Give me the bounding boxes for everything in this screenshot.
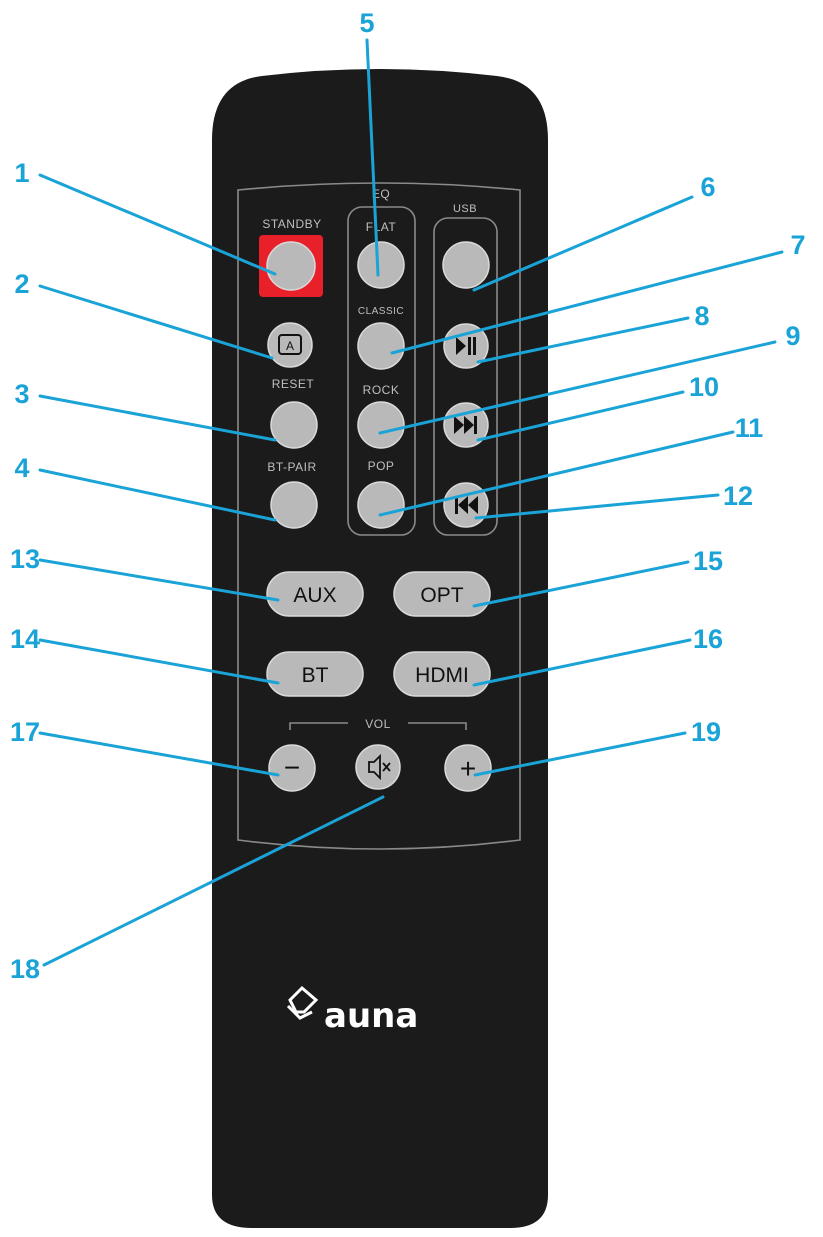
callout-2: 2 bbox=[14, 269, 29, 299]
standby-button[interactable] bbox=[266, 241, 316, 291]
rock-label: ROCK bbox=[363, 383, 400, 397]
callout-9: 9 bbox=[785, 321, 800, 351]
reset-label: RESET bbox=[272, 377, 315, 391]
callout-19: 19 bbox=[691, 717, 721, 747]
auna-logo-icon bbox=[286, 985, 319, 1020]
usb-group-frame bbox=[433, 217, 498, 536]
callout-line-19 bbox=[473, 731, 687, 777]
pop-label: POP bbox=[368, 459, 395, 473]
eq-group-frame bbox=[347, 206, 416, 536]
callout-line-7 bbox=[390, 250, 784, 355]
hdmi-button-label: HDMI bbox=[415, 664, 469, 687]
standby-label: STANDBY bbox=[262, 217, 321, 231]
vol-bracket bbox=[289, 722, 467, 730]
callout-13: 13 bbox=[10, 544, 40, 574]
callout-7: 7 bbox=[790, 230, 805, 260]
usb-button[interactable] bbox=[442, 241, 490, 289]
callout-line-8 bbox=[476, 316, 690, 364]
callout-line-17 bbox=[38, 731, 280, 777]
callout-17: 17 bbox=[10, 717, 40, 747]
eq-classic-button[interactable] bbox=[357, 322, 405, 370]
callout-14: 14 bbox=[10, 624, 40, 654]
volume-up-label: + bbox=[460, 753, 476, 784]
callout-11: 11 bbox=[735, 413, 764, 443]
callout-line-6 bbox=[472, 195, 694, 292]
eq-flat-button[interactable] bbox=[357, 241, 405, 289]
callout-line-2 bbox=[38, 284, 274, 360]
callout-3: 3 bbox=[14, 379, 29, 409]
brand-logo-text: auna bbox=[324, 996, 418, 1036]
volume-up-button[interactable] bbox=[444, 744, 492, 792]
bt-button[interactable] bbox=[266, 651, 364, 697]
callout-line-14 bbox=[38, 638, 280, 685]
play-pause-icon bbox=[456, 337, 476, 355]
callout-8: 8 bbox=[694, 301, 709, 331]
eq-rock-button[interactable] bbox=[357, 401, 405, 449]
previous-track-icon bbox=[455, 496, 478, 514]
reset-button[interactable] bbox=[270, 401, 318, 449]
callout-16: 16 bbox=[693, 624, 723, 654]
hdmi-button[interactable] bbox=[393, 651, 491, 697]
flat-label: FLAT bbox=[366, 220, 397, 234]
mute-icon bbox=[368, 753, 391, 781]
svg-text:A: A bbox=[286, 339, 294, 353]
volume-down-label: − bbox=[284, 752, 300, 783]
callout-6: 6 bbox=[700, 172, 715, 202]
callout-line-16 bbox=[472, 638, 692, 687]
repeat-a-button[interactable] bbox=[267, 322, 313, 368]
callout-18: 18 bbox=[10, 954, 40, 984]
callout-line-4 bbox=[38, 468, 277, 522]
opt-button[interactable] bbox=[393, 571, 491, 617]
mute-button[interactable] bbox=[355, 744, 401, 790]
usb-label: USB bbox=[453, 203, 477, 215]
callout-12: 12 bbox=[723, 481, 753, 511]
bt-pair-button[interactable] bbox=[270, 481, 318, 529]
callout-lines bbox=[38, 38, 784, 967]
callout-line-3 bbox=[38, 394, 277, 442]
callout-line-13 bbox=[38, 558, 280, 602]
button-panel-frame bbox=[237, 182, 521, 850]
classic-label: CLASSIC bbox=[358, 306, 404, 317]
next-track-icon bbox=[454, 416, 477, 434]
callout-10: 10 bbox=[689, 372, 719, 402]
eq-label: EQ bbox=[372, 187, 390, 201]
callout-1: 1 bbox=[14, 158, 29, 188]
bt-pair-label: BT-PAIR bbox=[267, 460, 316, 474]
bt-button-label: BT bbox=[302, 664, 329, 687]
opt-button-label: OPT bbox=[420, 584, 463, 607]
callout-5: 5 bbox=[359, 8, 374, 38]
repeat-a-icon: A bbox=[278, 334, 302, 355]
callout-line-10 bbox=[476, 390, 685, 442]
callout-line-1 bbox=[38, 173, 277, 276]
callout-line-12 bbox=[474, 493, 720, 520]
volume-down-button[interactable] bbox=[268, 744, 316, 792]
callout-line-18 bbox=[42, 795, 385, 967]
vol-label: VOL bbox=[365, 717, 391, 731]
aux-button[interactable] bbox=[266, 571, 364, 617]
callout-line-15 bbox=[472, 560, 690, 608]
callout-numbers: 1 2 3 4 5 6 7 8 9 10 11 12 13 14 15 16 1… bbox=[10, 8, 806, 984]
callout-15: 15 bbox=[693, 546, 723, 576]
callout-line-9 bbox=[378, 340, 777, 435]
callout-line-5 bbox=[365, 38, 380, 277]
eq-pop-button[interactable] bbox=[357, 481, 405, 529]
aux-button-label: AUX bbox=[293, 584, 336, 607]
callout-4: 4 bbox=[14, 453, 29, 483]
callout-line-11 bbox=[378, 430, 735, 517]
